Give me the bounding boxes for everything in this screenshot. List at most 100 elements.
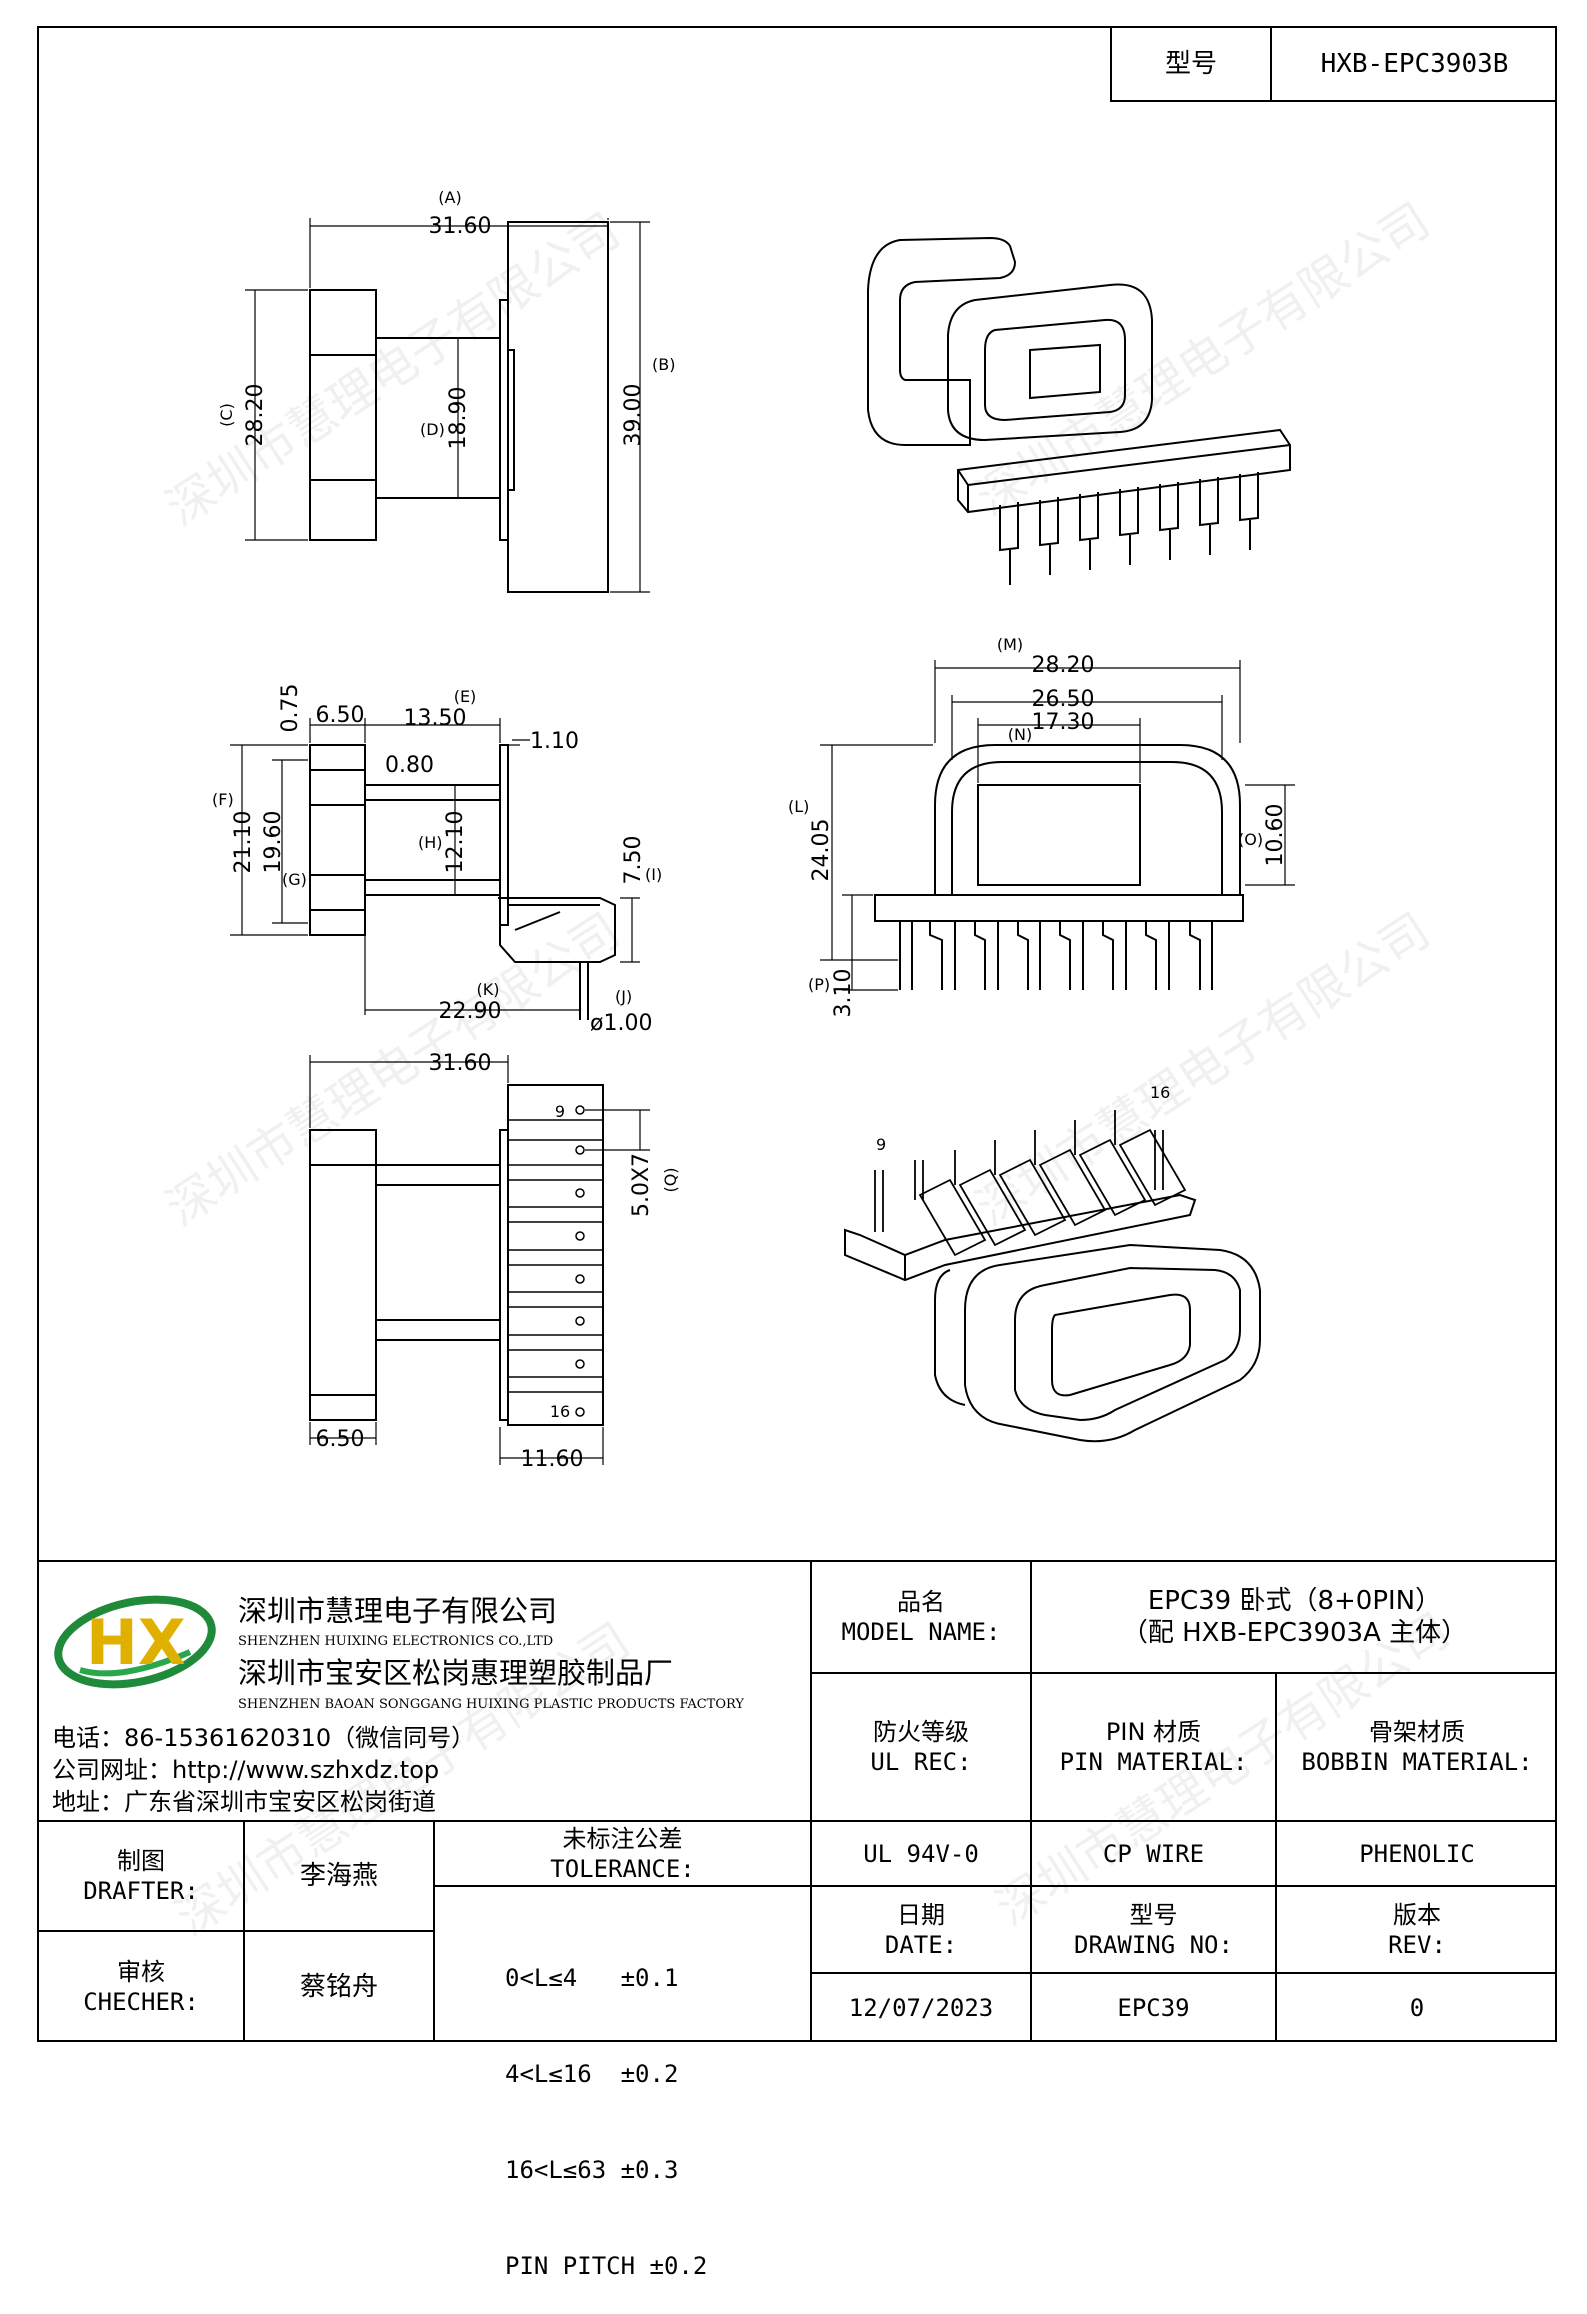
dim-N-letter: (N) <box>1008 725 1032 744</box>
checker-label: 审核 CHECHER: <box>39 1932 243 2042</box>
dim-310: 3.10 <box>831 969 856 1018</box>
rev-en: REV: <box>1388 1930 1446 1959</box>
model-name-en: MODEL NAME: <box>841 1618 1001 1646</box>
dim-E-letter: (E) <box>454 687 477 706</box>
model-name-value-line2: （配 HXB-EPC3903A 主体） <box>1121 1618 1468 1648</box>
dim-5x7: 5.0X7 <box>629 1153 654 1217</box>
model-box-label: 型号 <box>1164 48 1217 79</box>
dim-100: ø1.00 <box>590 1011 652 1036</box>
dim-750: 7.50 <box>621 836 646 885</box>
tolerance-line: 16<L≤63 ±0.3 <box>505 2156 679 2184</box>
dim-1960: 19.60 <box>261 811 286 874</box>
dim-D: 18.90 <box>446 387 471 450</box>
slot-strip <box>499 299 509 541</box>
company-phone: 电话：86-15361620310（微信同号） <box>52 1724 476 1752</box>
dim-1350: 13.50 <box>404 706 467 731</box>
pin-material-en: PIN MATERIAL: <box>1059 1748 1248 1776</box>
dim-2405: 24.05 <box>809 819 834 882</box>
date-value: 12/07/2023 <box>848 1994 994 2022</box>
dim-G-letter: (G) <box>282 870 307 889</box>
checker-name: 蔡铭舟 <box>299 1971 378 2002</box>
flange-left <box>309 289 377 541</box>
dim-075: 0.75 <box>278 684 303 733</box>
pin-9-label: 9 <box>555 1102 565 1121</box>
company-website: 公司网址：http://www.szhxdz.top <box>52 1756 440 1784</box>
tolerance-cn: 未标注公差 <box>562 1824 683 1853</box>
tolerance-label: 未标注公差 TOLERANCE: <box>435 1822 810 1885</box>
checker-en: CHECHER: <box>83 1988 199 2016</box>
rev-value: 0 <box>1409 1994 1425 2022</box>
bobbin-material-value: PHENOLIC <box>1359 1839 1475 1868</box>
drawing-no-value: EPC39 <box>1117 1994 1190 2022</box>
ul-rec-cn: 防火等级 <box>873 1718 969 1746</box>
bobbin-material-label: 骨架材质 BOBBIN MATERIAL: <box>1277 1674 1557 1820</box>
dim-O-letter: (O) <box>1238 830 1263 849</box>
checker-cn: 审核 <box>117 1958 165 1986</box>
ul-rec-value: UL 94V-0 <box>863 1839 979 1868</box>
pin-material-label: PIN 材质 PIN MATERIAL: <box>1032 1674 1275 1820</box>
model-name-cn: 品名 <box>897 1588 945 1616</box>
dim-B: 39.00 <box>621 384 646 447</box>
dim-C-letter: (C) <box>217 403 236 427</box>
company-address: 地址：广东省深圳市宝安区松岗街道 <box>52 1788 436 1816</box>
date-en: DATE: <box>884 1930 958 1959</box>
tolerance-line: 0<L≤4 ±0.1 <box>505 1964 679 1992</box>
drafter-en: DRAFTER: <box>83 1877 199 1905</box>
model-box-value: HXB-EPC3903B <box>1320 48 1509 79</box>
dim-1210: 12.10 <box>443 811 468 874</box>
model-name-value: EPC39 卧式（8+0PIN） （配 HXB-EPC3903A 主体） <box>1032 1562 1557 1672</box>
flange-right <box>507 221 609 593</box>
drafter-label: 制图 DRAFTER: <box>39 1822 243 1930</box>
dim-2650: 26.50 <box>1032 687 1095 712</box>
dim-M-letter: (M) <box>997 635 1023 654</box>
dim-2290: 22.90 <box>439 999 502 1024</box>
factory-name-cn: 深圳市宝安区松岗惠理塑胶制品厂 <box>238 1656 674 1690</box>
dim-P-letter: (P) <box>808 975 830 994</box>
drawing-no-cn: 型号 <box>1129 1900 1178 1929</box>
dim-F-letter: (F) <box>212 790 234 809</box>
technical-drawing: (A) 31.60 (B) 39.00 (C) 28.20 (D) 18.90 <box>212 188 1295 1472</box>
bobbin-material-en: BOBBIN MATERIAL: <box>1301 1748 1533 1776</box>
model-box <box>1110 26 1557 102</box>
dim-2110: 21.10 <box>231 811 256 874</box>
date-cn: 日期 <box>897 1900 945 1929</box>
dim-2820: 28.20 <box>1032 653 1095 678</box>
dim-J-letter: (J) <box>615 987 632 1006</box>
drawing-sheet <box>37 26 1557 2042</box>
company-name-en: SHENZHEN HUIXING ELECTRONICS CO.,LTD <box>238 1634 554 1649</box>
tolerance-line: 4<L≤16 ±0.2 <box>505 2060 679 2088</box>
dim-C: 28.20 <box>243 384 268 447</box>
iso-pin-16: 16 <box>1150 1083 1170 1102</box>
pin-material-cn: PIN 材质 <box>1105 1718 1202 1746</box>
iso-view-bottom: 9 16 <box>844 1083 1261 1443</box>
dim-B-letter: (B) <box>652 355 675 374</box>
dim-650-mid: 6.50 <box>316 703 365 728</box>
front-view-middle: (M) 28.20 26.50 (N) 17.30 (L) 24.05 (O) … <box>788 635 1295 1017</box>
dim-080: 0.80 <box>385 753 434 778</box>
side-view-top: (A) 31.60 (B) 39.00 (C) 28.20 (D) 18.90 <box>217 188 675 593</box>
rev-label: 版本 REV: <box>1277 1887 1557 1972</box>
dim-L-letter: (L) <box>788 797 809 816</box>
dim-A: 31.60 <box>429 214 492 239</box>
pin-16-label: 16 <box>550 1402 570 1421</box>
drawing-no-label: 型号 DRAWING NO: <box>1032 1887 1275 1972</box>
dim-I-letter: (I) <box>645 865 662 884</box>
iso-pin-9: 9 <box>876 1135 886 1154</box>
top-view-bottom: 31.60 9 16 5.0X7 (Q) 6.50 11.60 <box>309 1051 680 1472</box>
tolerance-line: PIN PITCH ±0.2 <box>505 2252 708 2280</box>
dim-3160-bottom: 31.60 <box>429 1051 492 1076</box>
model-name-label: 品名 MODEL NAME: <box>812 1562 1030 1672</box>
dim-Q-letter: (Q) <box>661 1167 680 1192</box>
rev-cn: 版本 <box>1393 1900 1441 1929</box>
drawing-no-en: DRAWING NO: <box>1074 1930 1233 1959</box>
drafter-name: 李海燕 <box>299 1860 378 1891</box>
logo-text: HX <box>86 1606 186 1679</box>
bobbin-material-cn: 骨架材质 <box>1369 1718 1465 1746</box>
drafter-cn: 制图 <box>117 1847 165 1875</box>
dim-650-bottom: 6.50 <box>316 1427 365 1452</box>
company-logo: HX <box>54 1595 216 1689</box>
factory-name-en: SHENZHEN BAOAN SONGGANG HUIXING PLASTIC … <box>238 1697 744 1712</box>
ul-rec-en: UL REC: <box>870 1748 972 1776</box>
pin-material-value: CP WIRE <box>1102 1839 1205 1868</box>
dim-H-letter: (H) <box>418 833 443 852</box>
